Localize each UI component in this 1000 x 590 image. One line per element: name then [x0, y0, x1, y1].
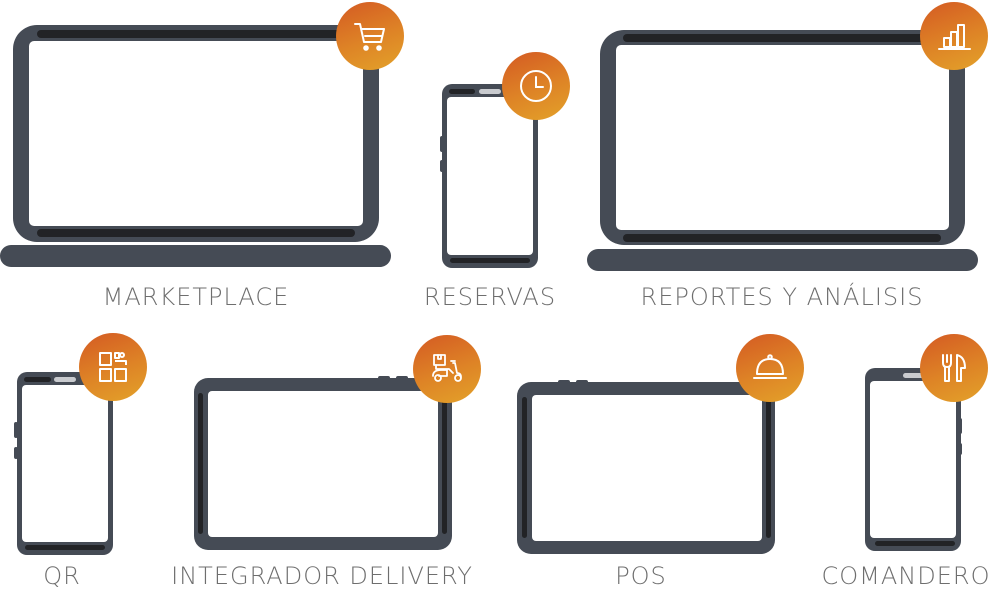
laptop-bottom-bezel	[623, 234, 941, 242]
feature-label-reservas: RESERVAS	[423, 283, 557, 311]
delivery-scooter-icon	[432, 354, 462, 382]
tablet-right-bezel	[766, 397, 771, 538]
feature-badge	[502, 52, 570, 120]
phone-side-button	[14, 447, 18, 459]
phone-bottom-bezel	[875, 541, 955, 546]
laptop-base	[587, 249, 978, 271]
phone-bottom-bezel	[450, 258, 530, 263]
feature-label-qr: QR	[43, 562, 81, 590]
phone-speaker	[54, 377, 76, 382]
clock-icon	[520, 70, 552, 102]
feature-badge	[920, 334, 988, 402]
bar-chart-icon	[938, 24, 971, 50]
qr-code-icon	[99, 352, 127, 382]
fork-knife-icon	[942, 354, 966, 382]
tablet-screen	[532, 395, 762, 541]
feature-label-pos: POS	[615, 562, 667, 590]
laptop-bottom-bezel	[37, 229, 355, 237]
phone-speaker	[479, 89, 501, 94]
feature-badge	[336, 2, 404, 70]
phone-bottom-bezel	[25, 545, 105, 550]
feature-label-marketplace: MARKETPLACE	[102, 283, 290, 311]
feature-badge	[736, 334, 804, 402]
feature-badge	[920, 2, 988, 70]
tablet-screen	[208, 391, 438, 537]
laptop-base	[0, 245, 391, 267]
laptop-top-bezel	[623, 34, 941, 42]
tablet-left-bezel	[198, 393, 203, 534]
laptop-screen	[616, 45, 949, 230]
tablet-right-bezel	[442, 393, 447, 534]
cloche-icon	[753, 354, 787, 379]
shopping-cart-icon	[354, 23, 385, 51]
phone-screen	[22, 385, 108, 542]
phone-top-bezel	[449, 89, 475, 94]
laptop-screen	[29, 41, 363, 226]
phone-side-button	[14, 422, 18, 438]
phone-screen	[870, 381, 956, 538]
tablet-left-bezel	[522, 397, 527, 538]
feature-label-comandero: COMANDERO	[821, 562, 991, 590]
feature-badge	[413, 335, 481, 403]
feature-badge	[79, 333, 147, 401]
laptop-top-bezel	[37, 30, 355, 38]
phone-screen	[447, 97, 533, 255]
phone-speaker	[903, 373, 925, 378]
feature-label-delivery: INTEGRADOR DELIVERY	[171, 562, 473, 590]
phone-top-bezel	[24, 377, 51, 382]
feature-label-reportes: REPORTES Y ANÁLISIS	[640, 283, 924, 311]
